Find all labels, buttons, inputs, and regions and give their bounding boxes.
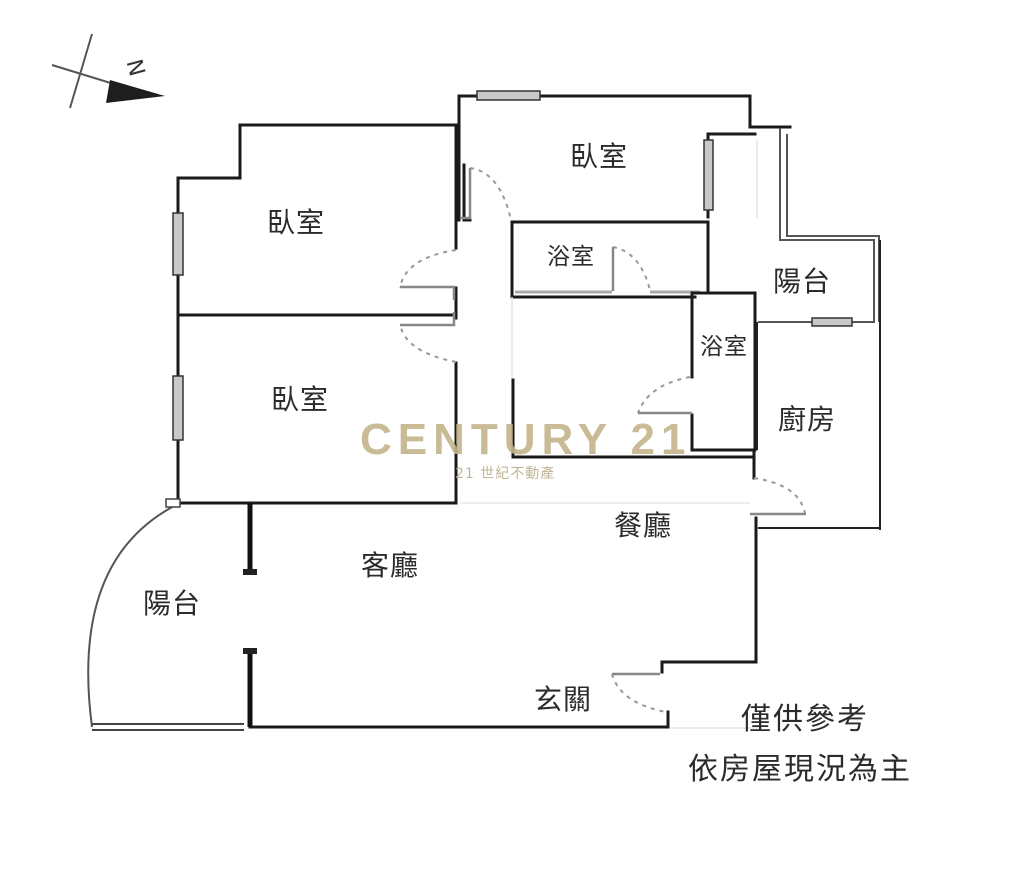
window-left-upper <box>172 212 184 276</box>
watermark-brand: CENTURY 21 <box>360 415 692 464</box>
window-balcony-right <box>811 317 853 327</box>
room-label-balcony-right: 陽台 <box>773 265 832 298</box>
room-label-bedroom-top-left: 臥室 <box>267 206 326 239</box>
wall-bedroom-top-left <box>176 123 458 502</box>
wall-bathroom-lower <box>690 291 757 452</box>
disclaimer-line-1: 僅供參考 <box>741 702 869 737</box>
wall-bedroom-mid-left <box>176 361 458 505</box>
room-label-bathroom-lower: 浴室 <box>700 334 748 360</box>
room-label-entrance: 玄關 <box>534 683 593 716</box>
door-bedroom-top-left <box>399 249 457 300</box>
room-label-bedroom-top-right: 臥室 <box>570 140 629 173</box>
door-entrance <box>611 672 667 713</box>
room-label-balcony-left: 陽台 <box>143 587 202 620</box>
wall-living-balcony <box>243 503 257 727</box>
wall-dining-partition <box>460 378 756 504</box>
disclaimer-line-2: 依房屋現況為主 <box>688 752 912 787</box>
room-label-dining: 餐廳 <box>614 509 673 542</box>
wall-living-dining <box>248 516 760 729</box>
door-bedroom-mid-left <box>399 312 457 363</box>
room-label-bedroom-mid-left: 臥室 <box>271 383 330 416</box>
door-bathroom-lower <box>637 376 692 415</box>
window-bedroom-right <box>703 139 714 211</box>
room-label-bathroom-upper: 浴室 <box>547 244 595 270</box>
balcony-left-railing <box>87 498 244 731</box>
wall-kitchen <box>756 322 880 529</box>
window-left-lower <box>172 375 184 441</box>
north-arrow-icon <box>51 33 165 109</box>
wall-bedroom-top-right <box>457 94 792 224</box>
room-label-living: 客廳 <box>361 549 420 582</box>
watermark-subtitle: 21 世紀不動產 <box>455 466 556 482</box>
door-bedroom-top-right <box>460 167 512 221</box>
wall-balcony-right <box>756 128 881 530</box>
room-label-kitchen: 廚房 <box>778 403 837 436</box>
door-kitchen <box>750 477 806 516</box>
door-bathroom-upper <box>611 246 700 294</box>
window-top-bedroom <box>476 90 541 101</box>
